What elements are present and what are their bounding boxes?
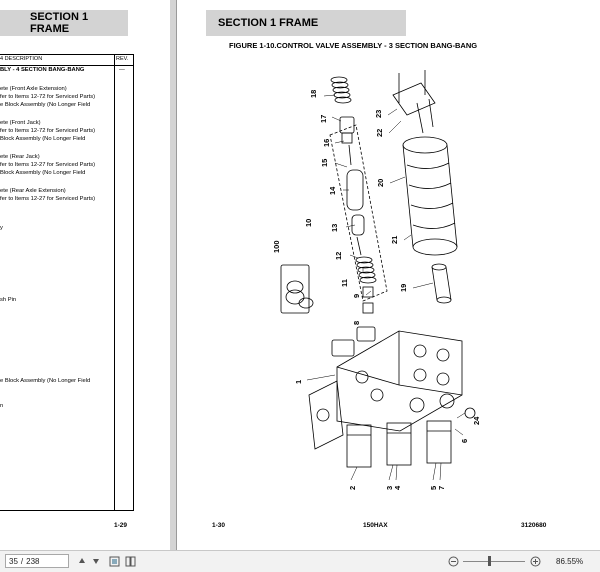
total-pages: 238: [26, 556, 40, 566]
callout-7: 7: [437, 486, 446, 490]
page-1-29: SECTION 1 FRAME 4 DESCRIPTION REV. BLY -…: [0, 0, 171, 550]
fitting-part: [464, 407, 476, 419]
parts-table: 4 DESCRIPTION REV. BLY - 4 SECTION BANG-…: [0, 54, 134, 511]
rev-header: REV.: [116, 56, 129, 62]
callout-18: 18: [309, 90, 318, 98]
valve-spool-part: [346, 169, 365, 236]
callout-15: 15: [320, 159, 329, 167]
seal-kit-bag-icon: [280, 264, 314, 314]
callout-22: 22: [375, 129, 384, 137]
zoom-out-icon[interactable]: [447, 555, 459, 567]
document-number: 3120680: [521, 522, 547, 529]
table-row: fer to Items 12-72 for Serviced Parts): [0, 128, 96, 134]
table-row: e Block Assembly (No Longer Field: [0, 102, 91, 108]
callout-4: 4: [393, 485, 402, 490]
table-row: fer to Items 12-27 for Serviced Parts): [0, 162, 96, 168]
table-row: fer to Items 12-72 for Serviced Parts): [0, 94, 96, 100]
table-row: sh Pin: [0, 297, 17, 303]
washer-part: [362, 286, 374, 298]
valve-cap-part: [339, 116, 355, 144]
callout-3: 3: [385, 486, 394, 490]
viewer-toolbar: 35 / 238 86.55%: [0, 550, 600, 572]
fitting-part: [439, 393, 455, 409]
control-valve-diagram: 18 17 16 15 14 13 12 11 10 9 8 100 23 22…: [272, 70, 481, 490]
zoom-level[interactable]: 86.55%: [556, 556, 584, 566]
callout-6: 6: [460, 439, 469, 443]
callout-8: 8: [352, 321, 361, 325]
table-row: fer to Items 12-27 for Serviced Parts): [0, 196, 96, 202]
rev-column-divider: [114, 54, 115, 510]
table-row: —: [119, 67, 125, 73]
page-number: 1-30: [212, 522, 226, 529]
table-row: ete (Front Axle Extension): [0, 86, 67, 92]
table-row: BLY - 4 SECTION BANG-BANG: [0, 67, 85, 73]
callout-1: 1: [294, 380, 303, 384]
current-page[interactable]: 35: [9, 556, 18, 566]
document-viewport[interactable]: SECTION 1 FRAME 4 DESCRIPTION REV. BLY -…: [0, 0, 600, 550]
callout-24: 24: [472, 416, 481, 425]
two-page-icon[interactable]: [124, 555, 136, 567]
table-row: Block Assembly (No Longer Field: [0, 170, 86, 176]
seal-part: [362, 302, 374, 314]
callout-10: 10: [304, 219, 313, 227]
solenoid-coil-part: [402, 136, 458, 256]
solenoid-valve-part: [346, 420, 452, 468]
coil-nut-part: [431, 263, 452, 304]
end-cap-part: [308, 380, 344, 450]
electrical-connector-part: [331, 326, 376, 357]
page-number: 1-29: [114, 522, 128, 529]
zoom-in-icon[interactable]: [529, 555, 541, 567]
table-row: e Block Assembly (No Longer Field: [0, 378, 91, 384]
fitting-part: [409, 397, 425, 413]
spring-icon: [330, 76, 352, 104]
callout-11: 11: [340, 279, 349, 287]
valve-body-part: [336, 330, 463, 432]
table-header: 4 DESCRIPTION REV.: [0, 54, 133, 66]
callout-20: 20: [376, 179, 385, 187]
callout-5: 5: [429, 486, 438, 490]
table-row: n: [0, 403, 4, 409]
callout-21: 21: [390, 236, 399, 244]
callout-12: 12: [334, 252, 343, 260]
solenoid-spring-part: [355, 256, 377, 284]
callout-13: 13: [330, 224, 339, 232]
up-arrow-icon[interactable]: [77, 555, 87, 567]
section-title: SECTION 1 FRAME: [206, 10, 406, 36]
callout-100: 100: [272, 240, 281, 253]
fit-page-icon[interactable]: [108, 555, 120, 567]
exploded-parts-tray: [329, 124, 388, 302]
figure-title: FIGURE 1-10.CONTROL VALVE ASSEMBLY - 3 S…: [229, 41, 478, 50]
callout-16: 16: [322, 139, 331, 147]
page-1-30: SECTION 1 FRAME FIGURE 1-10.CONTROL VALV…: [176, 0, 600, 550]
callout-17: 17: [319, 115, 328, 123]
table-row: ete (Rear Axle Extension): [0, 188, 66, 194]
table-row: Block Assembly (No Longer Field: [0, 136, 86, 142]
page-number-input[interactable]: 35 / 238: [5, 554, 69, 568]
callout-23: 23: [374, 110, 383, 118]
mounting-bracket-part: [392, 70, 436, 134]
model-label: 150HAX: [363, 522, 388, 529]
callout-2: 2: [348, 486, 357, 490]
callout-9: 9: [352, 294, 361, 298]
page-separator: /: [20, 556, 24, 566]
table-row: y: [0, 225, 3, 231]
table-row: ete (Rear Jack): [0, 154, 40, 160]
zoom-slider-track[interactable]: [463, 561, 525, 562]
section-title: SECTION 1 FRAME: [0, 10, 128, 36]
page-gutter: [170, 0, 176, 550]
down-arrow-icon[interactable]: [91, 555, 101, 567]
callout-19: 19: [399, 284, 408, 292]
description-header: 4 DESCRIPTION: [0, 56, 43, 62]
callout-14: 14: [328, 186, 337, 195]
zoom-slider-thumb[interactable]: [488, 556, 491, 566]
table-row: ete (Front Jack): [0, 120, 41, 126]
